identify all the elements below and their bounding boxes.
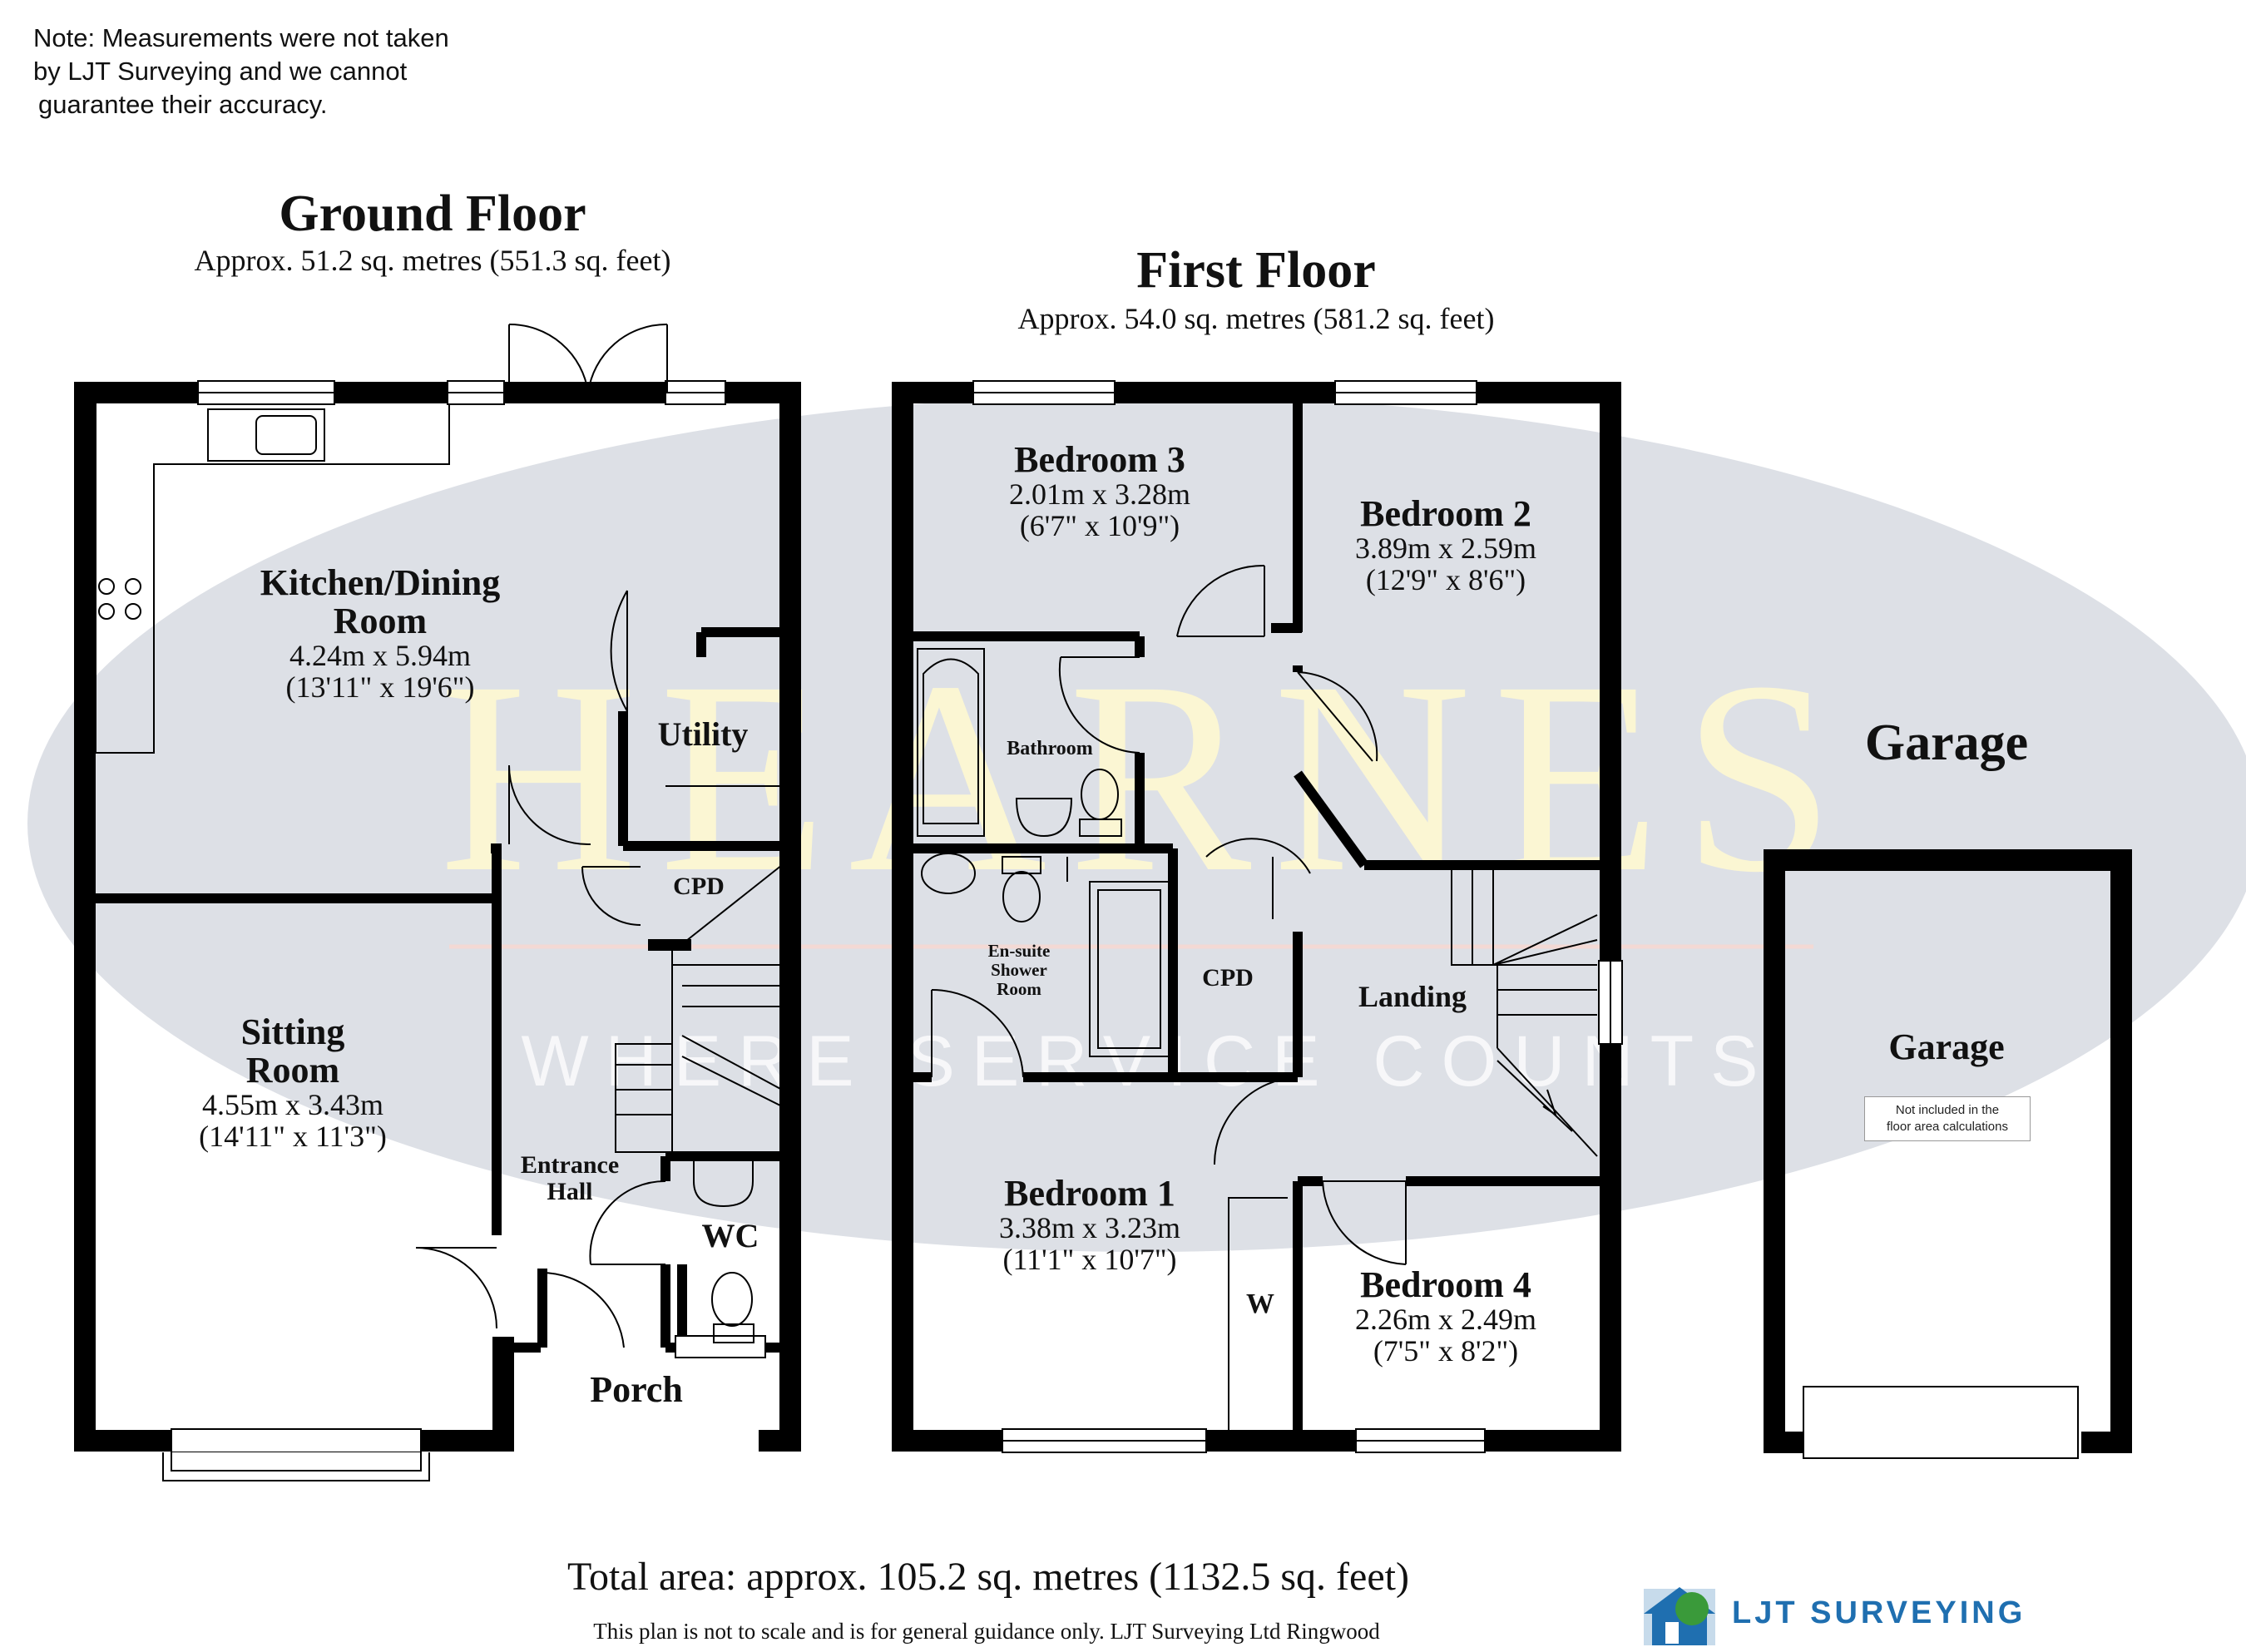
room-name: Hall (547, 1177, 593, 1205)
first-floor-plan (892, 380, 1623, 1453)
room-name: Bedroom 3 (1014, 439, 1185, 480)
garage-note-line-1: Not included in the (1895, 1103, 2000, 1117)
ground-floor-windows (162, 380, 766, 1481)
room-name: En-suite (987, 941, 1051, 961)
room-name: Entrance (520, 1151, 620, 1179)
ground-floor-stairs (615, 864, 783, 1153)
room-name: CPD (1202, 964, 1254, 992)
room-name: Garage (1888, 1026, 2005, 1067)
room-metric: 2.26m x 2.49m (1354, 1303, 1537, 1337)
room-name: Shower (991, 960, 1047, 981)
room-cpd-ground: CPD (673, 873, 725, 900)
room-wardrobe: W (1246, 1289, 1274, 1319)
bathroom-fittings (917, 648, 1170, 1057)
first-floor-stairs (1451, 868, 1598, 1157)
watermark-tagline: WHERE SERVICE COUNTS (522, 1021, 1775, 1101)
logo-text: LJT SURVEYING (1732, 1595, 2026, 1630)
kitchen-worktop (95, 403, 782, 787)
ground-floor-title: Ground Floor (279, 185, 586, 242)
room-kitchen-dining: Kitchen/Dining Room 4.24m x 5.94m (13'11… (260, 562, 501, 705)
room-entrance-hall: Entrance Hall (521, 1152, 619, 1204)
room-bedroom-4: Bedroom 4 2.26m x 2.49m (7'5" x 8'2") (1354, 1264, 1537, 1368)
room-ensuite: En-suite Shower Room (987, 941, 1051, 1000)
note-line-2: by LJT Surveying and we cannot (33, 57, 408, 86)
room-name: Kitchen/Dining (260, 562, 501, 603)
ground-floor-doors (415, 590, 666, 1348)
room-name: Bedroom 4 (1360, 1264, 1531, 1305)
room-cpd-first: CPD (1202, 965, 1254, 992)
ground-floor-walls (74, 382, 801, 1452)
room-name: CPD (673, 873, 725, 900)
room-bedroom-2: Bedroom 2 3.89m x 2.59m (12'9" x 8'6") (1354, 493, 1537, 596)
ground-floor-plan (74, 323, 801, 1481)
room-metric: 3.89m x 2.59m (1354, 532, 1537, 566)
room-name: Bedroom 1 (1004, 1173, 1175, 1214)
room-imperial: (7'5" x 8'2") (1373, 1333, 1519, 1368)
garage-walls (1764, 849, 2132, 1453)
room-name: Room (997, 979, 1041, 1000)
wardrobe-outline (1228, 1197, 1288, 1435)
garage-note-line-2: floor area calculations (1887, 1120, 2008, 1134)
room-name: W (1246, 1288, 1274, 1319)
room-name: Landing (1358, 980, 1467, 1013)
room-wc: WC (702, 1219, 759, 1254)
room-garage: Garage (1888, 1026, 2005, 1067)
disclaimer: This plan is not to scale and is for gen… (593, 1619, 1380, 1644)
room-landing: Landing (1358, 980, 1467, 1013)
garage-door (1803, 1386, 2079, 1459)
room-imperial: (12'9" x 8'6") (1365, 562, 1526, 596)
first-floor-title: First Floor (1136, 242, 1376, 299)
room-utility: Utility (658, 717, 749, 752)
room-imperial: (11'1" x 10'7") (1002, 1242, 1177, 1276)
garage-title: Garage (1864, 715, 2029, 771)
room-metric: 4.55m x 3.43m (201, 1088, 384, 1122)
room-name: Utility (657, 715, 749, 753)
room-imperial: (6'7" x 10'9") (1019, 508, 1180, 542)
garage-plan (1764, 849, 2132, 1459)
first-floor-walls (892, 382, 1621, 1452)
room-bathroom: Bathroom (1007, 738, 1093, 759)
room-name: Room (245, 1050, 340, 1091)
room-imperial: (14'11" x 11'3") (199, 1120, 387, 1154)
room-name: Room (333, 601, 428, 642)
total-area: Total area: approx. 105.2 sq. metres (11… (567, 1555, 1409, 1599)
wc-fittings (693, 1160, 754, 1343)
room-name: Bathroom (1007, 738, 1093, 759)
room-name: Bedroom 2 (1360, 493, 1531, 534)
room-metric: 3.38m x 3.23m (998, 1211, 1181, 1245)
ground-floor-area: Approx. 51.2 sq. metres (551.3 sq. feet) (194, 244, 671, 277)
room-imperial: (13'11" x 19'6") (285, 670, 475, 705)
room-sitting: Sitting Room 4.55m x 3.43m (14'11" x 11'… (199, 1011, 387, 1154)
garage-area-note: Not included in the floor area calculati… (1864, 1096, 2031, 1141)
note-line-3: guarantee their accuracy. (38, 90, 328, 119)
first-floor-area: Approx. 54.0 sq. metres (581.2 sq. feet) (1017, 302, 1495, 335)
note-line-1: Note: Measurements were not taken (33, 23, 449, 52)
first-floor-windows (972, 380, 1623, 1453)
room-metric: 2.01m x 3.28m (1008, 477, 1191, 512)
watermark-name: HEARNES (439, 626, 1857, 929)
room-name: Porch (590, 1369, 683, 1410)
room-metric: 4.24m x 5.94m (289, 639, 471, 673)
measurement-note: Note: Measurements were not taken by LJT… (33, 22, 499, 121)
ljt-logo-icon (1644, 1587, 1715, 1645)
room-name: WC (701, 1217, 759, 1254)
room-bedroom-1: Bedroom 1 3.38m x 3.23m (11'1" x 10'7") (998, 1173, 1181, 1276)
room-bedroom-3: Bedroom 3 2.01m x 3.28m (6'7" x 10'9") (1008, 439, 1191, 542)
french-doors (508, 323, 668, 393)
room-porch: Porch (590, 1369, 683, 1410)
first-floor-doors (931, 564, 1407, 1265)
room-name: Sitting (240, 1011, 345, 1052)
